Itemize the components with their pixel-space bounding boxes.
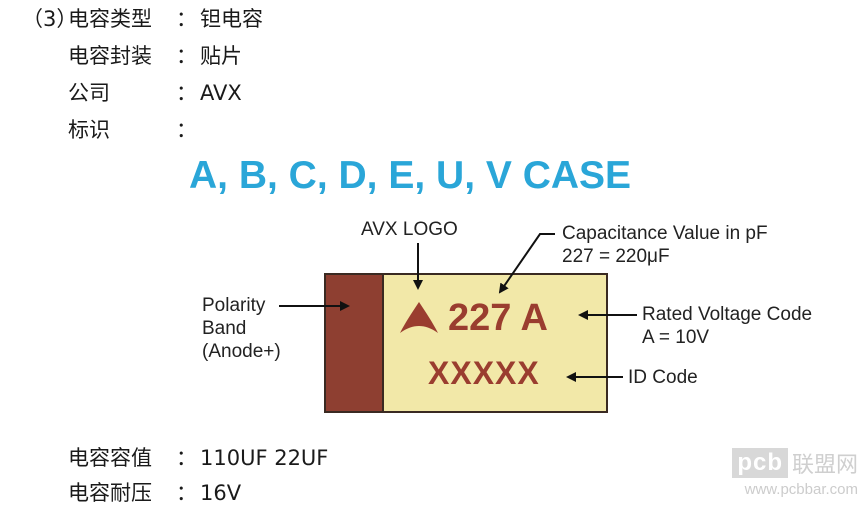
polarity-band: [326, 275, 384, 411]
polarity-label-line: (Anode+): [202, 341, 281, 362]
capacitance-label: Capacitance Value in pF 227 = 220μF: [562, 222, 768, 268]
capacitance-arrow: [498, 233, 555, 294]
voltage-label-line: A = 10V: [642, 327, 710, 348]
field-value: AVX: [200, 81, 242, 105]
case-title: A, B, C, D, E, U, V CASE: [189, 154, 632, 197]
field-value: 16V: [200, 481, 242, 505]
id-code: XXXXX: [428, 355, 540, 391]
voltage-label: Rated Voltage Code A = 10V: [642, 303, 812, 349]
field-label: 电容容值: [68, 446, 152, 470]
field-colon: ：: [176, 446, 197, 470]
id-code-label-text: ID Code: [628, 367, 698, 388]
field-label: 电容耐压: [68, 481, 152, 505]
capacitance-code: 227 A: [448, 297, 548, 339]
watermark-text: 联盟网: [791, 453, 858, 478]
field-colon: ：: [176, 81, 197, 105]
watermark: pcb 联盟网: [732, 446, 858, 480]
field-label: 电容类型: [68, 7, 152, 31]
polarity-label: Polarity Band (Anode+): [202, 294, 281, 363]
watermark-url: www.pcbbar.com: [744, 481, 858, 498]
field-label: 标识: [68, 118, 110, 142]
field-colon: ：: [176, 118, 197, 142]
field-label: 电容封装: [68, 44, 152, 68]
section-index: （3）: [22, 7, 78, 31]
watermark-logo: pcb: [732, 448, 788, 478]
logo-label: AVX LOGO: [361, 218, 458, 241]
field-colon: ：: [176, 7, 197, 31]
capacitor-chip: 227 A XXXXX: [324, 273, 608, 413]
id-code-label: ID Code: [628, 366, 698, 389]
field-colon: ：: [176, 481, 197, 505]
field-label: 公司: [68, 81, 110, 105]
avx-logo-icon: [400, 302, 438, 333]
field-value: 110UF 22UF: [200, 446, 329, 470]
logo-label-text: AVX LOGO: [361, 219, 458, 240]
field-colon: ：: [176, 44, 197, 68]
field-value: 贴片: [200, 44, 242, 68]
capacitance-label-line: Capacitance Value in pF: [562, 223, 768, 244]
capacitance-label-line: 227 = 220μF: [562, 246, 670, 267]
polarity-label-line: Polarity: [202, 295, 266, 316]
polarity-label-line: Band: [202, 318, 247, 339]
field-value: 钽电容: [200, 7, 263, 31]
voltage-label-line: Rated Voltage Code: [642, 304, 813, 325]
